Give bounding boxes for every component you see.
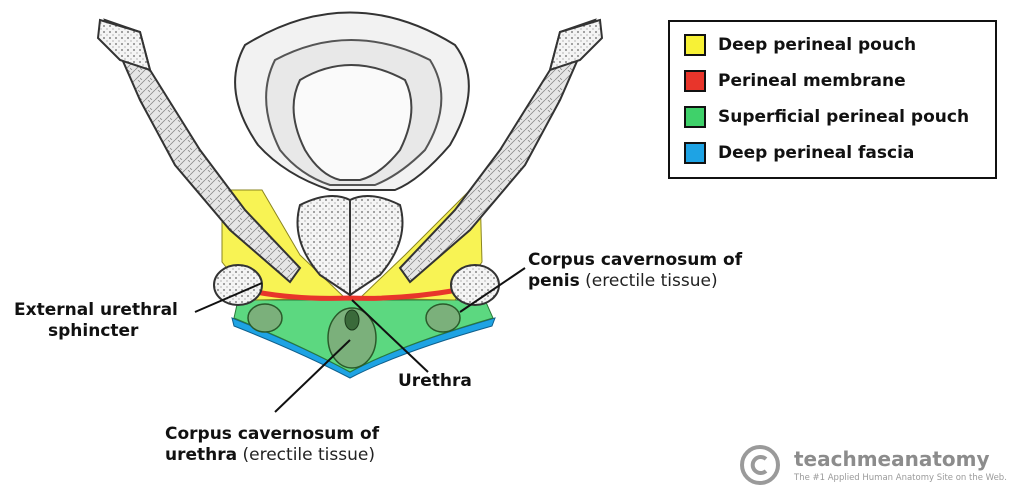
legend-swatch: [684, 70, 706, 92]
right-ischial-bone: [450, 264, 500, 306]
leader-external-urethral: [194, 282, 263, 313]
label-corpus-cavernosum-penis: Corpus cavernosum of penis (erectile tis…: [528, 250, 743, 291]
right-bone-head: [548, 18, 604, 72]
label-urethra: Urethra: [398, 371, 472, 391]
legend-label: Perineal membrane: [718, 71, 906, 91]
legend-label: Deep perineal fascia: [718, 143, 915, 163]
brand-watermark: teachmeanatomy The #1 Applied Human Anat…: [740, 445, 1020, 489]
legend-item-superficial-perineal-pouch: Superficial perineal pouch: [684, 104, 969, 130]
legend-swatch: [684, 142, 706, 164]
legend-item-perineal-membrane: Perineal membrane: [684, 68, 906, 94]
left-ischial-bone: [213, 264, 263, 306]
legend-swatch: [684, 34, 706, 56]
perineal-membrane: [255, 287, 459, 301]
legend-item-deep-perineal-pouch: Deep perineal pouch: [684, 32, 916, 58]
left-bone-head: [96, 18, 152, 72]
bladder-lumen: [292, 64, 413, 181]
legend: Deep perineal pouch Perineal membrane Su…: [668, 20, 997, 179]
copyright-logo-icon: [740, 445, 780, 485]
label-external-urethral-sphincter: External urethral sphincter: [14, 300, 178, 341]
legend-label: Superficial perineal pouch: [718, 107, 970, 127]
right-corpus-cavernosum-penis: [425, 303, 461, 333]
urethra-lumen: [344, 309, 360, 331]
legend-label: Deep perineal pouch: [718, 35, 917, 55]
leader-urethra-cc: [274, 339, 351, 413]
left-corpus-cavernosum-penis: [247, 303, 283, 333]
corpus-spongiosum: [327, 307, 377, 369]
brand-name: teachmeanatomy: [794, 447, 990, 471]
brand-tagline: The #1 Applied Human Anatomy Site on the…: [794, 473, 1007, 483]
legend-swatch: [684, 106, 706, 128]
legend-item-deep-perineal-fascia: Deep perineal fascia: [684, 140, 914, 166]
leader-penis: [459, 267, 526, 313]
leader-urethra: [351, 299, 429, 373]
label-corpus-cavernosum-urethra: Corpus cavernosum of urethra (erectile t…: [165, 424, 380, 465]
